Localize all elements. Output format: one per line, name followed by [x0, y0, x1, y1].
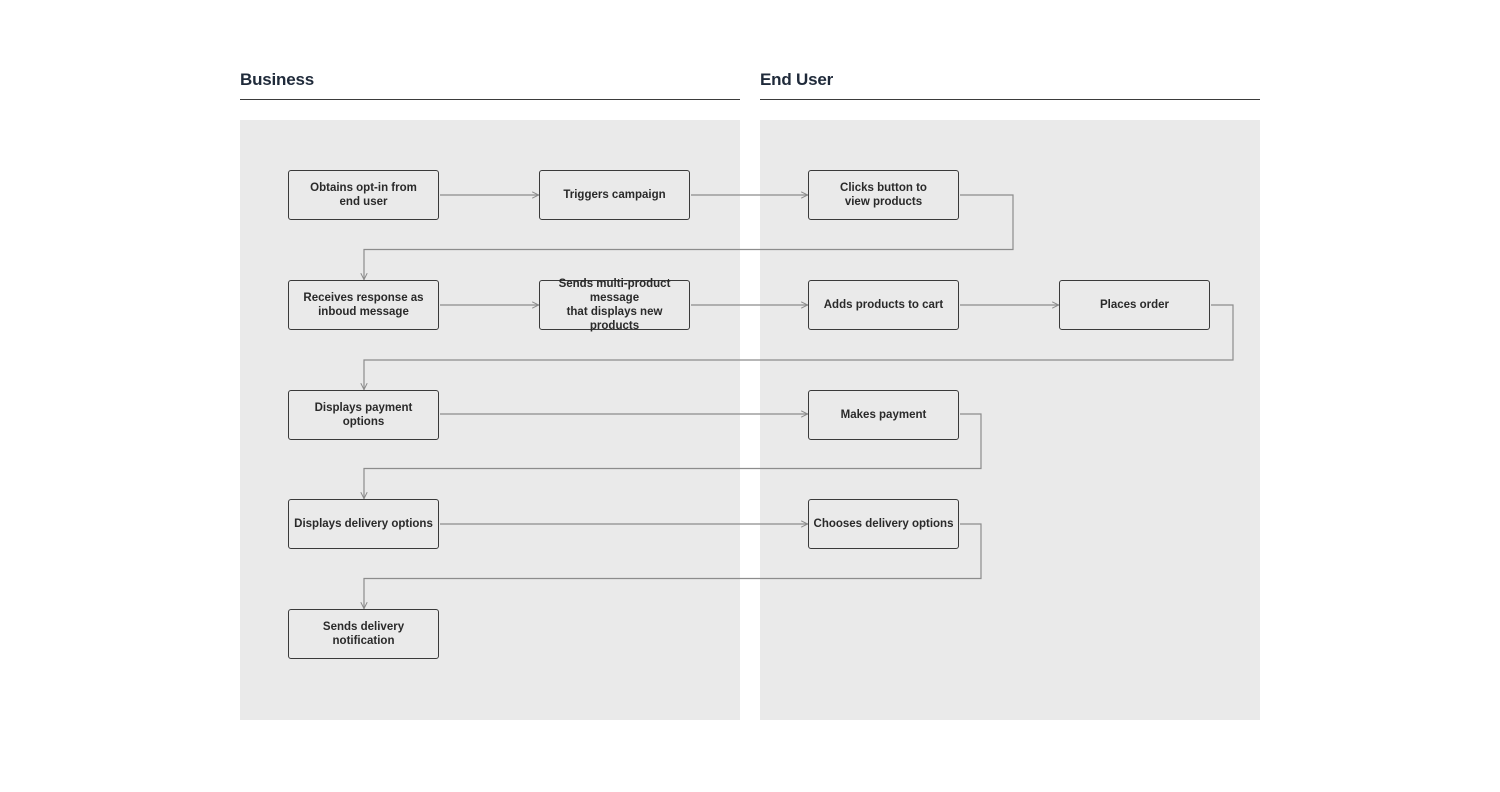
step-displays-payment-options: Displays payment options [288, 390, 439, 440]
step-triggers-campaign: Triggers campaign [539, 170, 690, 220]
step-clicks-button: Clicks button to view products [808, 170, 959, 220]
step-makes-payment: Makes payment [808, 390, 959, 440]
step-receives-response: Receives response as inboud message [288, 280, 439, 330]
step-chooses-delivery-options: Chooses delivery options [808, 499, 959, 549]
step-sends-delivery-notification: Sends delivery notification [288, 609, 439, 659]
business-lane-title: Business [240, 70, 314, 89]
step-obtains-opt-in: Obtains opt-in from end user [288, 170, 439, 220]
end-user-lane-title: End User [760, 70, 834, 89]
step-displays-delivery-options: Displays delivery options [288, 499, 439, 549]
step-adds-products-to-cart: Adds products to cart [808, 280, 959, 330]
end-user-lane-divider [760, 99, 1260, 100]
step-sends-multi-product-message: Sends multi-product message that display… [539, 278, 690, 332]
step-places-order: Places order [1059, 280, 1210, 330]
business-lane-divider [240, 99, 740, 100]
